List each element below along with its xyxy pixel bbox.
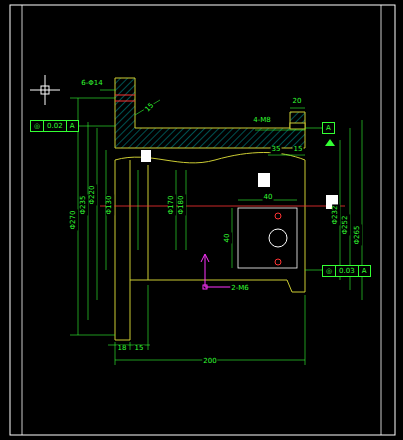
dimension-text: Φ180 xyxy=(178,195,186,216)
dimension-text: Φ235 xyxy=(80,195,88,216)
dimension-text: Φ265 xyxy=(354,225,362,246)
dimension-text: 18 xyxy=(117,345,128,353)
dimension-text: 15 xyxy=(134,345,145,353)
tolerance-frame: A xyxy=(322,122,335,134)
frame-cell: ◎ xyxy=(31,121,43,131)
dimension-text: 200 xyxy=(202,358,217,366)
tolerance-frame: ◎0.03A xyxy=(322,265,371,277)
dimension-text: Φ130 xyxy=(106,195,114,216)
dimension-text: 15 xyxy=(293,146,304,154)
dimension-text: Φ220 xyxy=(89,185,97,206)
dimension-text: 2-M6 xyxy=(230,285,249,293)
dimension-text: 40 xyxy=(224,233,232,244)
dimension-text: Φ232 xyxy=(332,205,340,226)
dimension-text: Φ252 xyxy=(342,215,350,236)
dimension-text: Φ170 xyxy=(168,195,176,216)
frame-cell: 0.02 xyxy=(43,121,66,131)
frame-cell: A xyxy=(66,121,78,131)
tolerance-frame: ◎0.02A xyxy=(30,120,79,132)
frame-cell: 0.03 xyxy=(335,266,358,276)
dimension-text: 6-Φ14 xyxy=(80,80,103,88)
dimension-text: 40 xyxy=(263,194,274,202)
frame-cell: ◎ xyxy=(323,266,335,276)
dimension-text: 35 xyxy=(271,146,282,154)
frame-cell: A xyxy=(323,123,334,133)
dimension-text: Φ270 xyxy=(70,210,78,231)
frame-cell: A xyxy=(358,266,370,276)
dimension-text: 4-M8 xyxy=(252,117,271,125)
dimension-text: 20 xyxy=(292,98,303,106)
